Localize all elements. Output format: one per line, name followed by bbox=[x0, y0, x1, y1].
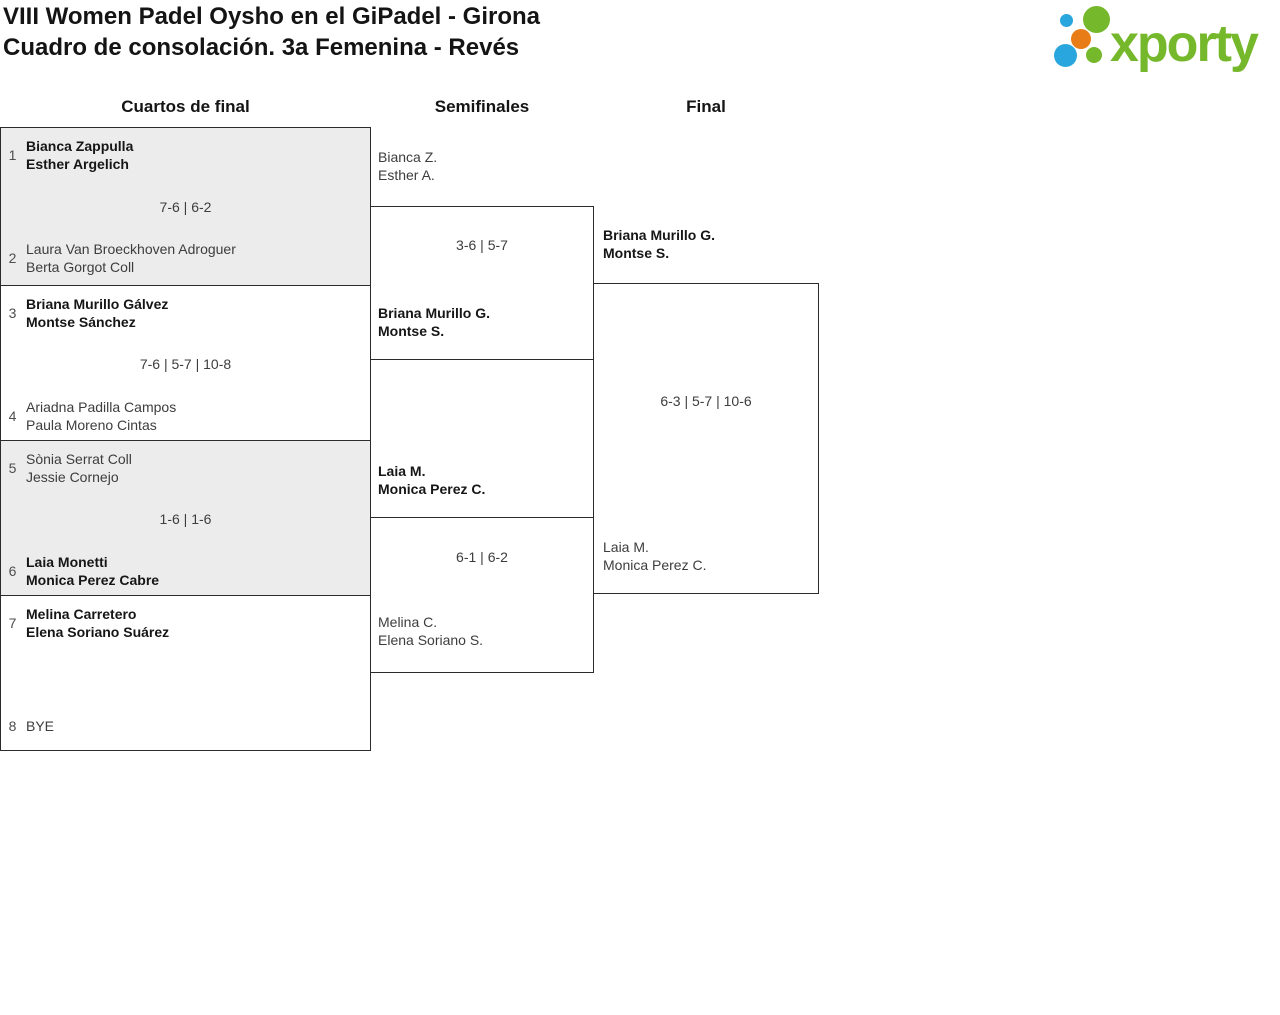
round-header-semifinales: Semifinales bbox=[434, 97, 530, 116]
player-name: Laia M. bbox=[603, 539, 649, 555]
seed-number: 7 bbox=[8, 615, 17, 631]
team-names: Laura Van Broeckhoven Adroguer Berta Gor… bbox=[26, 240, 236, 276]
player-name: Laura Van Broeckhoven Adroguer bbox=[26, 241, 236, 257]
player-name: Laia Monetti bbox=[26, 554, 108, 570]
player-name: Melina C. bbox=[378, 614, 438, 630]
player-name: Sònia Serrat Coll bbox=[26, 451, 132, 467]
seed-number: 3 bbox=[8, 305, 17, 321]
team-row: 8 BYE bbox=[5, 708, 54, 744]
team-names: Ariadna Padilla Campos Paula Moreno Cint… bbox=[26, 398, 176, 434]
team-names: Melina Carretero Elena Soriano Suárez bbox=[26, 605, 169, 641]
team-row: 4 Ariadna Padilla Campos Paula Moreno Ci… bbox=[5, 398, 177, 434]
title-line-1: VIII Women Padel Oysho en el GiPadel - G… bbox=[3, 3, 541, 30]
match-final-box bbox=[593, 283, 819, 594]
team-names: BYE bbox=[26, 717, 54, 735]
team-names: Sònia Serrat Coll Jessie Cornejo bbox=[26, 450, 132, 486]
player-name: Montse Sánchez bbox=[26, 314, 136, 330]
player-name: Jessie Cornejo bbox=[26, 469, 119, 485]
logo-dot-orange-icon bbox=[1071, 29, 1091, 49]
sf1-team-bottom: Briana Murillo G. Montse S. bbox=[378, 304, 490, 340]
sf1-team-top: Bianca Z. Esther A. bbox=[378, 148, 437, 184]
player-name: Elena Soriano Suárez bbox=[26, 624, 170, 640]
player-name: Briana Murillo Gálvez bbox=[26, 296, 169, 312]
seed-number: 6 bbox=[8, 563, 17, 579]
match-score: 7-6 | 6-2 bbox=[159, 199, 212, 215]
match-score: 7-6 | 5-7 | 10-8 bbox=[139, 356, 232, 372]
player-name: Ariadna Padilla Campos bbox=[26, 399, 177, 415]
seed-number: 5 bbox=[8, 460, 17, 476]
player-name: Montse S. bbox=[378, 323, 445, 339]
sf2-score: 6-1 | 6-2 bbox=[456, 549, 508, 565]
match-sf2-box bbox=[370, 517, 594, 673]
round-header-final: Final bbox=[686, 97, 726, 116]
player-name: Laia M. bbox=[378, 463, 426, 479]
seed-number: 8 bbox=[8, 718, 17, 734]
player-name: Esther Argelich bbox=[26, 156, 129, 172]
player-name: Monica Perez C. bbox=[603, 557, 707, 573]
logo-dot-blue-medium-icon bbox=[1054, 44, 1077, 67]
team-row: 1 Bianca Zappulla Esther Argelich bbox=[5, 137, 134, 173]
title-line-2: Cuadro de consolación. 3a Femenina - Rev… bbox=[3, 34, 520, 61]
seed-number: 1 bbox=[8, 147, 17, 163]
sf1-score: 3-6 | 5-7 bbox=[456, 237, 508, 253]
team-names: Bianca Zappulla Esther Argelich bbox=[26, 137, 133, 173]
sf2-team-top: Laia M. Monica Perez C. bbox=[378, 462, 485, 498]
sf2-team-bottom: Melina C. Elena Soriano S. bbox=[378, 613, 483, 649]
player-name: Elena Soriano S. bbox=[378, 632, 484, 648]
team-names: Laia Monetti Monica Perez Cabre bbox=[26, 553, 159, 589]
seed-number: 2 bbox=[8, 250, 17, 266]
seed-number: 4 bbox=[8, 408, 17, 424]
player-name: Briana Murillo G. bbox=[603, 227, 716, 243]
final-team-top: Briana Murillo G. Montse S. bbox=[603, 226, 715, 262]
player-name: BYE bbox=[26, 718, 55, 734]
team-row: 7 Melina Carretero Elena Soriano Suárez bbox=[5, 605, 170, 641]
team-row: 5 Sònia Serrat Coll Jessie Cornejo bbox=[5, 450, 132, 486]
page-title: VIII Women Padel Oysho en el GiPadel - G… bbox=[3, 1, 540, 63]
player-name: Montse S. bbox=[603, 245, 670, 261]
match-qf2: 3 Briana Murillo Gálvez Montse Sánchez 7… bbox=[0, 285, 371, 441]
player-name: Bianca Zappulla bbox=[26, 138, 134, 154]
final-score: 6-3 | 5-7 | 10-6 bbox=[660, 393, 752, 409]
team-row: 3 Briana Murillo Gálvez Montse Sánchez bbox=[5, 295, 169, 331]
player-name: Berta Gorgot Coll bbox=[26, 259, 135, 275]
xporty-logo[interactable]: xporty bbox=[1050, 3, 1278, 73]
logo-dot-blue-small-icon bbox=[1060, 14, 1073, 27]
final-team-bottom: Laia M. Monica Perez C. bbox=[603, 538, 706, 574]
player-name: Bianca Z. bbox=[378, 149, 438, 165]
player-name: Monica Perez Cabre bbox=[26, 572, 160, 588]
xporty-wordmark: xporty bbox=[1110, 15, 1259, 73]
player-name: Melina Carretero bbox=[26, 606, 137, 622]
logo-dot-green-large-icon bbox=[1083, 6, 1110, 33]
player-name: Esther A. bbox=[378, 167, 435, 183]
team-row: 2 Laura Van Broeckhoven Adroguer Berta G… bbox=[5, 240, 236, 276]
player-name: Briana Murillo G. bbox=[378, 305, 491, 321]
match-qf1: 1 Bianca Zappulla Esther Argelich 7-6 | … bbox=[0, 127, 371, 286]
player-name: Monica Perez C. bbox=[378, 481, 486, 497]
round-header-cuartos: Cuartos de final bbox=[121, 97, 250, 116]
match-qf4: 7 Melina Carretero Elena Soriano Suárez … bbox=[0, 595, 371, 751]
match-score: 1-6 | 1-6 bbox=[159, 511, 212, 527]
player-name: Paula Moreno Cintas bbox=[26, 417, 157, 433]
team-names: Briana Murillo Gálvez Montse Sánchez bbox=[26, 295, 168, 331]
logo-dot-green-small-icon bbox=[1086, 47, 1102, 63]
match-qf3: 5 Sònia Serrat Coll Jessie Cornejo 1-6 |… bbox=[0, 440, 371, 596]
team-row: 6 Laia Monetti Monica Perez Cabre bbox=[5, 553, 159, 589]
